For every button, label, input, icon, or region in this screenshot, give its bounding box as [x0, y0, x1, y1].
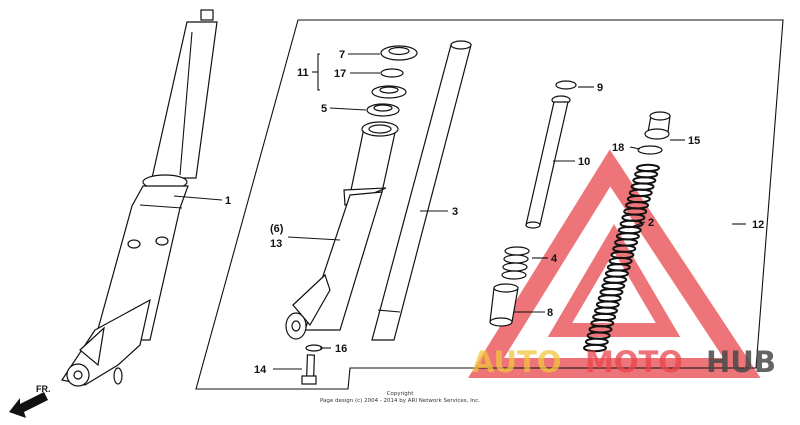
fork-bolt-part — [637, 111, 671, 155]
callout-15: 15 — [688, 135, 700, 147]
spring-coil — [583, 343, 607, 353]
leader-lines — [173, 53, 746, 370]
callout-4: 4 — [551, 253, 558, 265]
callout-8: 8 — [547, 307, 553, 319]
fork-assembly-part — [61, 9, 218, 387]
watermark-logo: AUTO MOTO HUB — [472, 345, 776, 379]
socket-bolt-part — [301, 344, 323, 385]
callout-10: 10 — [578, 156, 590, 168]
damper-rod-part — [525, 80, 577, 229]
callout-14: 14 — [254, 364, 267, 376]
callout-2: 2 — [648, 217, 654, 229]
oil-seal-parts — [366, 45, 418, 117]
callout-17: 17 — [334, 68, 346, 80]
callout-13: 13 — [270, 238, 282, 250]
slider-tube-part — [285, 121, 399, 340]
oil-lock-piece-part — [489, 283, 519, 327]
callout-18: 18 — [612, 142, 624, 154]
callout-16: 16 — [335, 343, 347, 355]
watermark-moto: MOTO — [585, 345, 683, 379]
fork-tube-part — [371, 40, 472, 341]
front-direction-arrow: FR. — [9, 384, 51, 418]
callout-3: 3 — [452, 206, 458, 218]
front-direction-label: FR. — [36, 384, 51, 394]
fork-spring-part — [583, 163, 660, 353]
parts-box-outline — [195, 19, 784, 390]
copyright-title: Copyright — [387, 391, 415, 397]
callout-12: 12 — [752, 219, 764, 231]
callout-9: 9 — [597, 82, 603, 94]
copyright-notice: Page design (c) 2004 - 2014 by ARI Netwo… — [320, 398, 480, 404]
callout-1: 1 — [225, 195, 231, 207]
watermark-hub: HUB — [706, 345, 776, 379]
callout-6: (6) — [270, 223, 284, 235]
rebound-spring-part — [501, 246, 530, 280]
callout-5: 5 — [321, 103, 327, 115]
callout-7: 7 — [339, 49, 345, 61]
callout-11: 11 — [297, 67, 309, 79]
watermark-auto: AUTO — [472, 345, 562, 379]
